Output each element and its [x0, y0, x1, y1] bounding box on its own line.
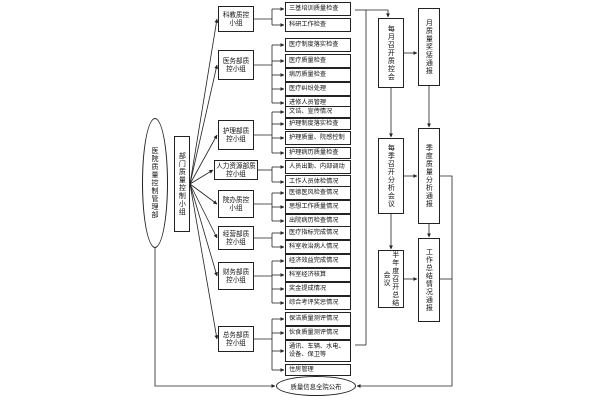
- qc-check-item-label: 医疗指标完成情况: [289, 229, 339, 237]
- monthly-meeting-label: 每月召开质控会: [387, 25, 396, 81]
- qc-check-item: 医疗纠纷处理: [285, 82, 351, 96]
- qc-check-item-label: 医疗质量检查: [289, 57, 327, 65]
- qc-group-label: 总务部质控小组: [222, 330, 250, 347]
- connector-line: [189, 183, 218, 239]
- qc-check-item: 护理病历质量检查: [285, 147, 351, 159]
- qc-check-item: 医德医风检查情况: [285, 186, 351, 200]
- half-year-meeting-node: 半年度召开总结会议: [378, 250, 404, 308]
- qc-check-item: 护理质量、院感控制: [285, 131, 351, 145]
- monthly-report-label: 月质量奖惩通报: [425, 19, 434, 75]
- qc-group-node: 财务部质控小组: [218, 262, 254, 290]
- qc-group-node: 医务部质控小组: [218, 50, 254, 80]
- qc-check-item: 科研工作检查: [285, 18, 351, 32]
- qc-check-item-label: 人员出勤、内部调动: [289, 163, 345, 171]
- qc-group-node: 护理部质控小组: [218, 120, 254, 150]
- qc-check-item-label: 科研工作检查: [289, 21, 327, 29]
- qc-check-item-label: 综合考评奖惩情况: [289, 299, 339, 307]
- quarterly-meeting-label: 每季召开分析会议: [387, 144, 396, 208]
- qc-check-item-label: 保洁质量测评情况: [289, 315, 339, 323]
- qc-check-item: 人员出勤、内部调动: [285, 160, 351, 174]
- qc-check-item: 医疗制度落实检查: [285, 38, 351, 52]
- quarterly-report-label: 季度质量分析通报: [425, 144, 434, 208]
- qc-check-item-label: 住房管理: [289, 366, 314, 374]
- qc-check-item-label: 出院病历检查情况: [289, 217, 339, 225]
- root-department-node: 医院质量控制管理部: [142, 118, 168, 248]
- qc-check-item: 医疗指标完成情况: [285, 226, 351, 240]
- qc-check-item: 住房管理: [285, 364, 351, 376]
- monthly-report-node: 月质量奖惩通报: [418, 8, 440, 86]
- qc-check-item-label: 通讯、车辆、水电、设备、保卫等: [289, 343, 345, 358]
- qc-check-item: 思想工作质量情况: [285, 200, 351, 214]
- qc-group-node: 科教质控小组: [218, 6, 254, 32]
- connector-line: [189, 183, 219, 340]
- qc-check-item-label: 进修人员管理: [289, 99, 327, 107]
- qc-check-item-label: 文诰、宣传情况: [289, 108, 333, 116]
- qc-check-item: 伙食质量测评情况: [285, 326, 351, 340]
- publish-label: 质量信息全院公布: [290, 382, 342, 391]
- qc-group-label: 财务部质控小组: [222, 267, 250, 284]
- qc-check-item: 医疗质量检查: [285, 54, 351, 68]
- connector-line: [189, 134, 218, 185]
- qc-check-item: 保洁质量测评情况: [285, 312, 351, 326]
- qc-group-node: 经营部质控小组: [218, 226, 254, 250]
- publish-node: 质量信息全院公布: [276, 376, 356, 396]
- qc-group-node: 人力资源部质控小组: [214, 160, 258, 180]
- qc-group-label: 院办质控小组: [222, 195, 250, 212]
- qc-check-item-label: 护理制度落实检查: [289, 120, 339, 128]
- qc-group-label: 人力资源部质控小组: [216, 161, 256, 178]
- qc-check-item-label: 工作人员体检情况: [289, 178, 339, 186]
- quarterly-meeting-node: 每季召开分析会议: [378, 138, 404, 214]
- summary-report-label: 工作总结情况通报: [425, 248, 434, 312]
- qc-check-item: 综合考评奖惩情况: [285, 296, 351, 310]
- qc-check-item: 科室收治病人情况: [285, 240, 351, 254]
- connector-line: [189, 18, 219, 185]
- qc-check-item: 三基培训质量检查: [285, 2, 351, 16]
- connector-line: [189, 183, 218, 205]
- qc-group-label: 医务部质控小组: [222, 56, 250, 73]
- qc-check-item: 文诰、宣传情况: [285, 106, 351, 118]
- qc-check-item-label: 护理质量、院感控制: [289, 134, 345, 142]
- qc-check-item-label: 思想工作质量情况: [289, 203, 339, 211]
- quarterly-report-node: 季度质量分析通报: [418, 128, 440, 224]
- qc-check-item-label: 奖金提成情况: [289, 285, 327, 293]
- connector-line: [356, 175, 453, 388]
- summary-report-node: 工作总结情况通报: [418, 238, 440, 322]
- qc-check-item-label: 医德医风检查情况: [289, 189, 339, 197]
- qc-check-item: 通讯、车辆、水电、设备、保卫等: [285, 340, 351, 362]
- qc-group-label: 经营部质控小组: [222, 229, 250, 246]
- connector-line: [366, 9, 390, 18]
- qc-check-item-label: 医疗制度落实检查: [289, 41, 339, 49]
- qc-check-item: 护理制度落实检查: [285, 118, 351, 130]
- connector-line: [154, 248, 276, 388]
- qc-check-item: 经济效益完成情况: [285, 254, 351, 268]
- qc-check-item: 科室经济核算: [285, 268, 351, 282]
- department-qc-group-node: 部门质量控制小组: [174, 136, 190, 232]
- connector-line: [189, 64, 219, 185]
- qc-check-item-label: 护理病历质量检查: [289, 149, 339, 157]
- qc-check-item-label: 科室经济核算: [289, 271, 327, 279]
- monthly-meeting-node: 每月召开质控会: [378, 18, 404, 88]
- half-year-meeting-label: 半年度召开总结会议: [383, 251, 400, 307]
- qc-check-item-label: 科室收治病人情况: [289, 243, 339, 251]
- qc-group-label: 科教质控小组: [222, 10, 250, 27]
- department-qc-group-label: 部门质量控制小组: [178, 152, 187, 216]
- qc-check-item-label: 经济效益完成情况: [289, 257, 339, 265]
- qc-check-item-label: 病历质量检查: [289, 71, 327, 79]
- qc-check-item-label: 三基培训质量检查: [289, 5, 339, 13]
- root-department-label: 医院质量控制管理部: [151, 147, 159, 219]
- qc-group-label: 护理部质控小组: [222, 126, 250, 143]
- connector-line: [189, 169, 214, 185]
- qc-group-node: 院办质控小组: [218, 190, 254, 218]
- connector-line: [189, 183, 218, 277]
- qc-check-item-label: 医疗纠纷处理: [289, 85, 327, 93]
- qc-check-item: 奖金提成情况: [285, 282, 351, 296]
- qc-group-node: 总务部质控小组: [218, 326, 254, 352]
- qc-check-item-label: 伙食质量测评情况: [289, 329, 339, 337]
- qc-check-item: 病历质量检查: [285, 68, 351, 82]
